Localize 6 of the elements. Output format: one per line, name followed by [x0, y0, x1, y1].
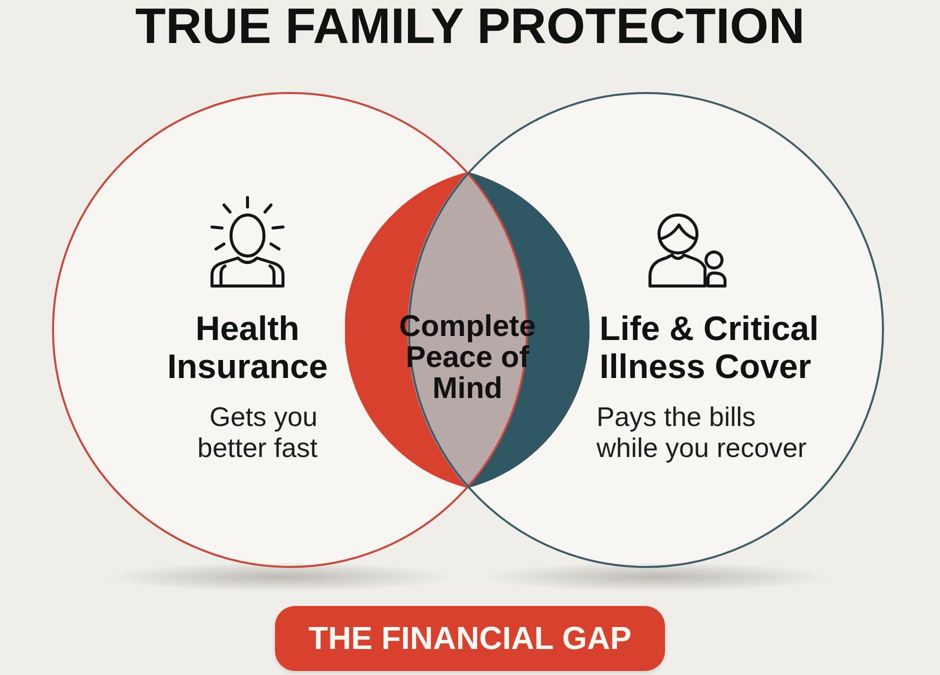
category-description: Pays the bills while you recover — [596, 402, 808, 464]
category-heading: Health Insurance — [166, 310, 329, 386]
category-description: Gets you better fast — [196, 402, 318, 464]
diagram-title: TRUE FAMILY PROTECTION — [134, 0, 806, 54]
category-heading: Life & Critical Illness Cover — [600, 310, 820, 386]
banner: THE FINANCIAL GAP — [275, 606, 665, 671]
